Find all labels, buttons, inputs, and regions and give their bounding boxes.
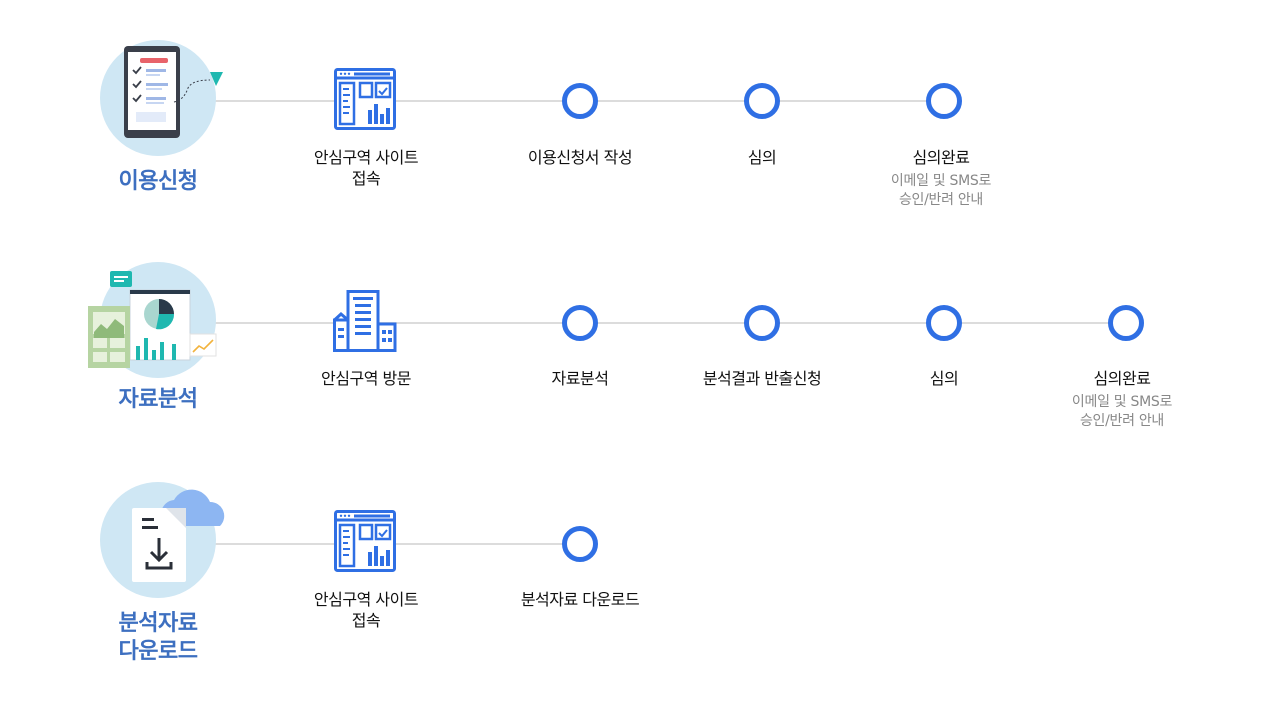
step-node [1108,305,1144,341]
step-label: 심의완료 [912,148,970,167]
illustration-circle [100,262,216,378]
step-label-line: 접속 [351,611,381,630]
analytics-dashboard-icon [88,271,217,368]
application-form-icon [124,46,223,138]
category-title: 분석자료 다운로드 [78,610,238,666]
illustration-circle [100,482,216,598]
category-title: 이용신청 [118,169,198,194]
step-label: 심의 [929,369,959,388]
step-node [744,83,780,119]
process-row-application: 이용신청 안심구역 사이트 접속 이용신청서 작성 심의 심의완료 이메일 및 … [0,0,1276,230]
step-label: 심의 [747,148,777,167]
step-node [562,305,598,341]
step-label: 안심구역 사이트 접속 [266,147,466,189]
step-label: 자료분석 [551,369,609,388]
step-label-line: 안심구역 사이트 [313,148,419,167]
step-label: 심의완료 [1093,369,1151,388]
timeline-line [158,543,580,545]
step-node [926,83,962,119]
step-label: 분석결과 반출신청 [702,369,822,388]
step-label: 안심구역 방문 [321,369,411,388]
step-node [744,305,780,341]
step-note-line: 이메일 및 SMS로 [1071,394,1173,410]
step-node [562,83,598,119]
step-node [926,305,962,341]
step-label: 이용신청서 작성 [527,148,633,167]
step-note: 이메일 및 SMS로 승인/반려 안내 [841,172,1041,210]
website-screen-icon [334,68,396,130]
step-node [562,526,598,562]
cloud-download-icon [132,489,225,582]
category-title-line: 분석자료 [118,611,198,636]
step-note-line: 승인/반려 안내 [898,192,984,208]
step-label-line: 접속 [351,169,381,188]
building-icon [333,290,397,352]
step-note: 이메일 및 SMS로 승인/반려 안내 [1022,393,1222,431]
step-label: 분석자료 다운로드 [520,590,640,609]
timeline-line [158,322,1126,324]
step-note-line: 승인/반려 안내 [1079,413,1165,429]
step-label-line: 안심구역 사이트 [313,590,419,609]
category-title: 자료분석 [118,387,198,412]
timeline-line [158,100,944,102]
category-title-line: 다운로드 [118,639,198,664]
website-screen-icon [334,510,396,572]
step-label: 안심구역 사이트 접속 [266,589,466,631]
step-note-line: 이메일 및 SMS로 [890,173,992,189]
